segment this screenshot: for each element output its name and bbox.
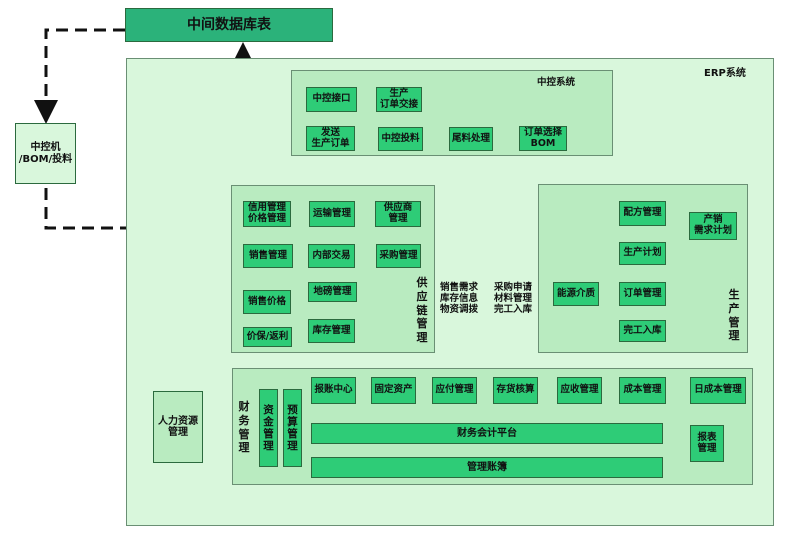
fixed-assets[interactable]: 固定资产 [371, 377, 416, 404]
tail-material-handling[interactable]: 尾料处理 [449, 127, 493, 151]
supply-to-production-info: 销售需求 库存信息 物资调拨 [440, 282, 479, 315]
price-protection-rebate[interactable]: 价保/返利 [243, 327, 292, 347]
production-demand-plan[interactable]: 产销 需求计划 [689, 212, 737, 240]
purchase-management[interactable]: 采购管理 [376, 244, 421, 268]
financial-accounting-platform[interactable]: 财务会计平台 [311, 423, 663, 444]
inventory-accounting[interactable]: 存货核算 [493, 377, 538, 404]
daily-cost-management[interactable]: 日成本管理 [690, 377, 746, 404]
send-production-order[interactable]: 发送 生产订单 [306, 126, 355, 151]
control-system-title: 中控系统 [537, 77, 576, 88]
sales-price[interactable]: 销售价格 [243, 290, 291, 314]
management-ledger[interactable]: 管理账簿 [311, 457, 663, 478]
erp-system-label: ERP系统 [704, 68, 746, 79]
production-order-handover[interactable]: 生产 订单交接 [376, 87, 422, 112]
fund-management[interactable]: 资 金 管 理 [259, 389, 278, 467]
order-management[interactable]: 订单管理 [619, 282, 666, 306]
control-feeding[interactable]: 中控投料 [378, 127, 423, 151]
energy-medium[interactable]: 能源介质 [553, 282, 599, 306]
report-management[interactable]: 报表 管理 [690, 425, 724, 462]
sales-management[interactable]: 销售管理 [243, 244, 293, 268]
recipe-management[interactable]: 配方管理 [619, 201, 666, 226]
internal-trade[interactable]: 内部交易 [308, 244, 355, 268]
order-select-bom[interactable]: 订单选择 BOM [519, 126, 567, 151]
weighbridge-management[interactable]: 地磅管理 [308, 282, 357, 302]
stock-management[interactable]: 库存管理 [308, 319, 355, 343]
budget-management[interactable]: 预 算 管 理 [283, 389, 302, 467]
credit-price-management[interactable]: 信用管理 价格管理 [243, 201, 291, 227]
dashed-link-table-to-zkm [34, 28, 125, 124]
supply-chain-title: 供 应 链 管 理 [416, 276, 428, 344]
production-to-supply-info: 采购申请 材料管理 完工入库 [494, 282, 533, 315]
human-resources-management[interactable]: 人力资源 管理 [153, 391, 203, 463]
receivable-management[interactable]: 应收管理 [557, 377, 602, 404]
payable-management[interactable]: 应付管理 [432, 377, 477, 404]
production-title: 生 产 管 理 [728, 288, 740, 343]
production-plan[interactable]: 生产计划 [619, 242, 666, 265]
cost-management[interactable]: 成本管理 [619, 377, 666, 404]
completion-stock-in[interactable]: 完工入库 [619, 320, 666, 342]
control-interface[interactable]: 中控接口 [306, 87, 357, 112]
supplier-management[interactable]: 供应商 管理 [375, 201, 421, 227]
finance-title: 财 务 管 理 [238, 400, 250, 455]
middle-database-table[interactable]: 中间数据库表 [125, 8, 333, 42]
transport-management[interactable]: 运输管理 [309, 201, 355, 227]
reimbursement-center[interactable]: 报账中心 [311, 377, 356, 404]
control-machine[interactable]: 中控机 /BOM/投料 [15, 123, 76, 184]
